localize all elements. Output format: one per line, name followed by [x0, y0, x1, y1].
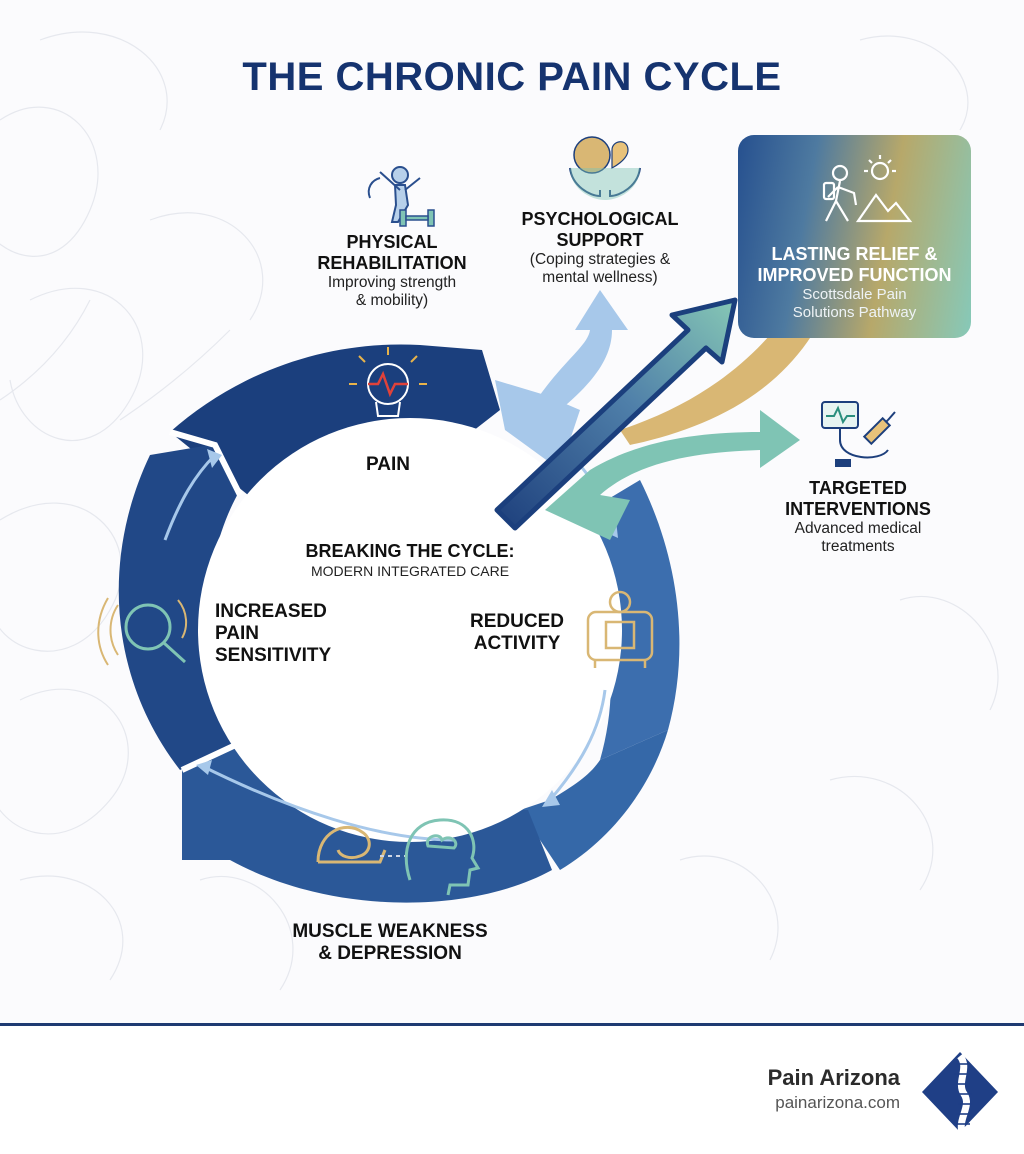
brand-name: Pain Arizona [767, 1065, 900, 1090]
physical-rehab-label: PHYSICAL REHABILITATION Improving streng… [317, 232, 467, 309]
hiker-mountain-icon [822, 155, 913, 223]
page-title: THE CHRONIC PAIN CYCLE [242, 55, 782, 99]
armchair-person-icon [586, 590, 654, 668]
exercise-person-icon [379, 166, 421, 223]
brain-hands-icon [569, 136, 641, 200]
cycle-diagram [97, 136, 896, 903]
lasting-relief-card [738, 135, 971, 338]
magnifier-icon [124, 603, 187, 664]
dumbbell-icon [399, 209, 435, 227]
footer [0, 1026, 1024, 1154]
arrow-targeted [545, 410, 800, 540]
cycle-label-pain: PAIN [366, 454, 410, 475]
ring-segment-pain [170, 344, 500, 495]
ring-segment-bottom-right [520, 730, 668, 870]
relief-title: LASTING RELIEF & IMPROVED FUNCTION [757, 244, 952, 285]
psychological-support-label: PSYCHOLOGICAL SUPPORT (Coping strategies… [521, 209, 679, 286]
footer-divider [0, 1023, 1024, 1026]
head-cloud-icon [404, 818, 481, 896]
muscle-arm-icon [316, 825, 387, 864]
cycle-label-reduced-activity: REDUCED ACTIVITY [470, 611, 564, 654]
ribbon-relief [620, 335, 812, 445]
medical-monitor-icon [821, 401, 889, 467]
cycle-label-sensitivity: INCREASED PAIN SENSITIVITY [215, 601, 332, 666]
arrow-breaking-cycle [494, 297, 738, 531]
syringe-icon [862, 411, 896, 446]
cycle-label-muscle-weakness: MUSCLE WEAKNESS & DEPRESSION [292, 921, 488, 964]
center-title: BREAKING THE CYCLE: MODERN INTEGRATED CA… [305, 541, 515, 579]
relief-description: Scottsdale Pain Solutions Pathway [792, 286, 917, 321]
brand-url[interactable]: painarizona.com [775, 1093, 900, 1112]
spine-logo-icon [922, 1052, 998, 1133]
targeted-interventions-label: TARGETED INTERVENTIONS Advanced medical … [785, 478, 931, 555]
arrow-psychological [540, 290, 628, 410]
